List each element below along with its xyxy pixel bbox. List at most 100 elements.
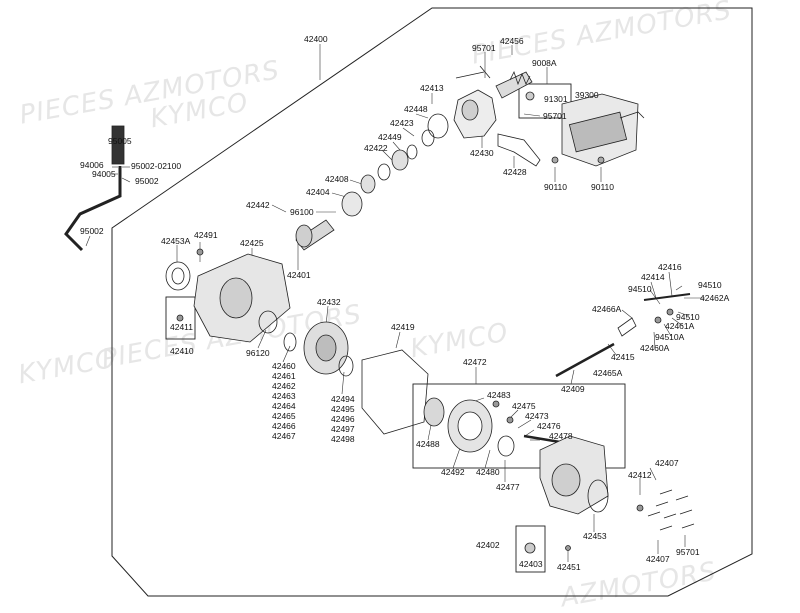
part-label: 42415 [611,352,635,362]
part-box [518,83,572,119]
part-label: 42411 [170,322,193,332]
bolts-drawing [636,489,695,531]
part-label: 42408 [325,174,349,184]
shift-shaft-drawing [555,342,615,378]
part-label: 94510 [628,284,652,294]
part-label: 42401 [287,270,311,280]
bracket-drawing [497,133,541,167]
part-label: 42448 [404,104,428,114]
part-label: 42478 [549,431,573,441]
part-label: 42496 [331,414,355,424]
assembly-outline [111,7,753,597]
part-label: 42460 [272,361,296,371]
part-label: 42428 [503,167,527,177]
part-label: 95701 [543,111,567,121]
part-label: 42402 [476,540,500,550]
part-label: 96100 [290,207,314,217]
sub-assembly-box [412,383,626,469]
part-label: 42477 [496,482,520,492]
part-label: 42400 [304,34,328,44]
part-label: 42414 [641,272,665,282]
part-label: 42466 [272,421,296,431]
part-label: 42494 [331,394,355,404]
part-label: 42449 [378,132,402,142]
part-label: 42498 [331,434,355,444]
breather-hose-drawing [111,125,125,165]
part-label: 94510 [698,280,722,290]
part-label: 42442 [246,200,270,210]
part-label: 42497 [331,424,355,434]
part-label: 42416 [658,262,682,272]
part-label: 42473 [525,411,549,421]
parts-diagram: 42400 42456 95701 9008A 42413 91301 3930… [64,7,753,597]
part-label: 42451 [557,562,581,572]
part-label: 91301 [544,94,568,104]
part-label: 42472 [463,357,487,367]
part-label: 39300 [575,90,599,100]
part-label: 42422 [364,143,388,153]
part-label: 42495 [331,404,355,414]
part-label: 42491 [194,230,218,240]
part-drawings [64,65,695,554]
part-label: 42488 [416,439,440,449]
output-shaft-drawing [495,71,533,99]
part-label: 90110 [544,182,567,192]
part-label: 42432 [317,297,341,307]
part-label: 42466A [592,304,622,314]
part-label: 42456 [500,36,524,46]
part-label: 42483 [487,390,511,400]
part-label: 94510 [676,312,700,322]
part-label: 90110 [591,182,614,192]
part-label: 95005 [108,136,132,146]
seal-drawing [587,479,609,513]
part-label: 42492 [441,467,465,477]
part-label: 42430 [470,148,494,158]
part-label: 42425 [240,238,264,248]
bearing-drawing [391,149,409,171]
part-label: 42480 [476,467,500,477]
part-label: 42412 [628,470,652,480]
part-label: 95002 [80,226,104,236]
part-box [515,525,546,573]
part-label: 42460A [640,343,670,353]
part-label: 42407 [655,458,679,468]
bearing-drawing [341,191,363,217]
part-label: 42465A [593,368,623,378]
part-label: 42419 [391,322,415,332]
part-label: 42407 [646,554,670,564]
part-label: 42461 [272,371,296,381]
part-label: 42462A [700,293,730,303]
part-label: 95701 [676,547,700,557]
hose-line-drawing [64,166,122,252]
part-label: 42423 [390,118,414,128]
part-label: 42463 [272,391,296,401]
shift-fork-drawing [617,317,637,337]
part-label: 42464 [272,401,296,411]
part-label: 96120 [246,348,270,358]
gasket-drawing [427,113,449,139]
part-label: 42465 [272,411,296,421]
part-label: 95002 [135,176,159,186]
part-label: 94005 [92,169,116,179]
part-label: 42404 [306,187,330,197]
cover-gasket-drawing [361,349,429,435]
part-label: 42453A [161,236,191,246]
part-label: 95002-02100 [131,161,181,171]
part-label: 42461A [665,321,695,331]
part-label: 42462 [272,381,296,391]
part-label: 42475 [512,401,536,411]
part-label: 9008A [532,58,557,68]
part-box [165,296,196,340]
part-label: 42476 [537,421,561,431]
seal-drawing [165,261,191,291]
part-label: 42403 [519,559,543,569]
part-label: 42410 [170,346,194,356]
part-label: 42413 [420,83,444,93]
part-label: 95701 [472,43,496,53]
part-label: 94006 [80,160,104,170]
part-label: 42409 [561,384,585,394]
part-labels: 42400 42456 95701 9008A 42413 91301 3930… [80,34,730,572]
part-label: 42453 [583,531,607,541]
part-label: 42467 [272,431,296,441]
part-label: 94510A [655,332,685,342]
